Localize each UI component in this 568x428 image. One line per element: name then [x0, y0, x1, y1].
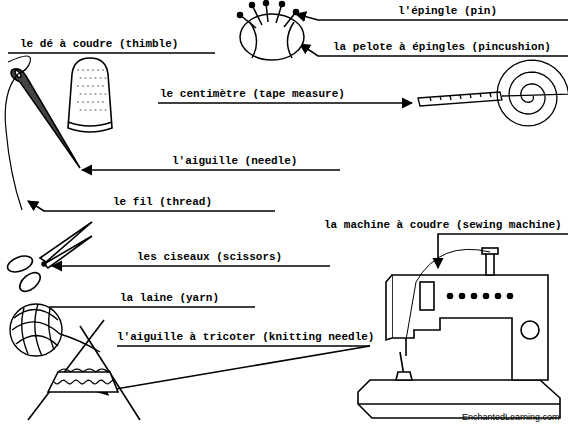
pin-label: l'épingle (pin)	[398, 5, 497, 18]
sewing-machine-drawing	[358, 248, 560, 418]
needle-label: l'aiguille (needle)	[172, 155, 297, 168]
thread-label: le fil (thread)	[113, 196, 212, 209]
watermark: EnchantedLearning.com	[462, 412, 560, 423]
knitting-needle-label: l'aiguille à tricoter (knitting needle)	[117, 331, 374, 344]
scissors-label: les ciseaux (scissors)	[137, 251, 282, 264]
pincushion-drawing	[238, 1, 305, 61]
thimble-label: le dé à coudre (thimble)	[20, 38, 178, 51]
sewing-machine-label: la machine à coudre (sewing machine)	[324, 219, 562, 232]
yarn-drawing	[10, 304, 100, 356]
needle-drawing	[5, 56, 80, 210]
tape-measure-drawing	[418, 60, 568, 126]
yarn-label: la laine (yarn)	[120, 292, 219, 305]
tape-measure-label: le centimètre (tape measure)	[160, 88, 345, 101]
scissors-drawing	[5, 222, 92, 295]
pincushion-label: la pelote à épingles (pincushion)	[333, 41, 551, 54]
thimble-drawing	[68, 58, 112, 132]
